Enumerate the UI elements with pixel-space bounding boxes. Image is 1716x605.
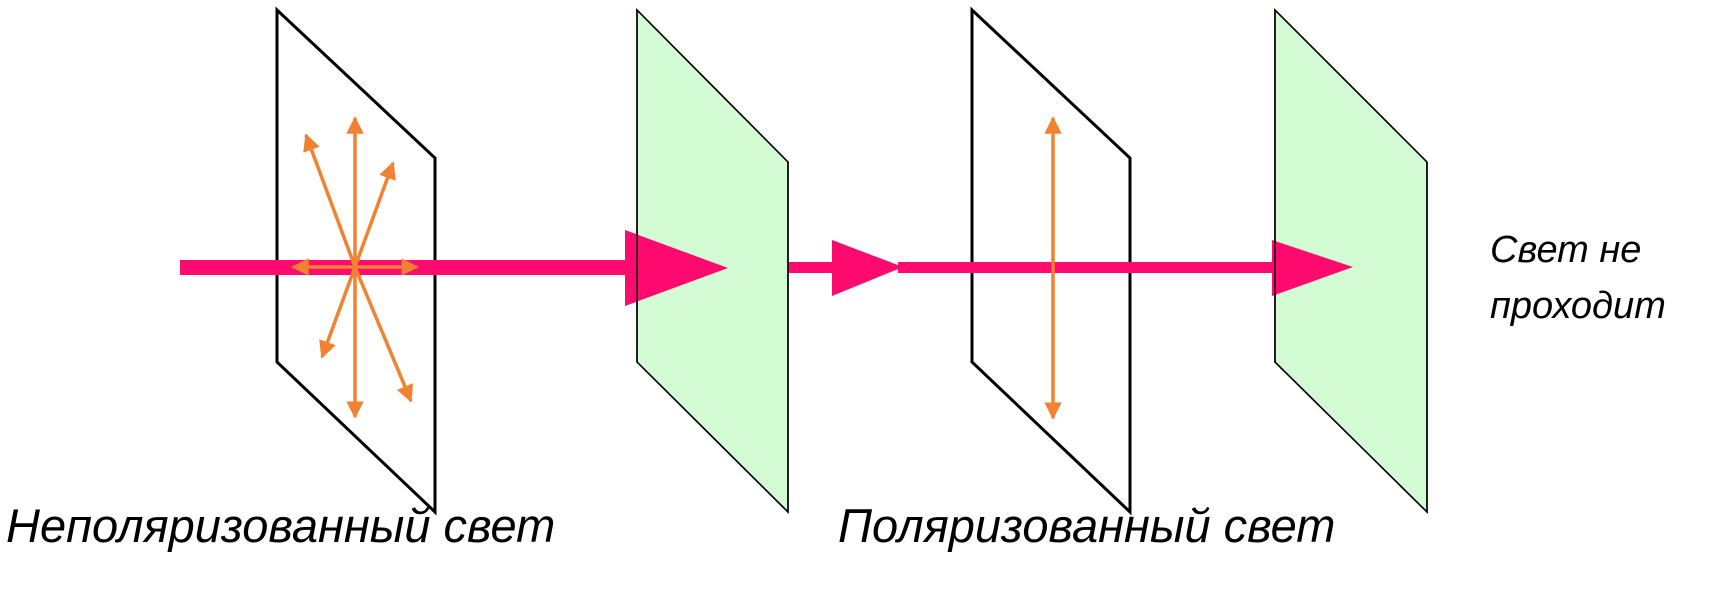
beam-polarized xyxy=(788,240,1353,296)
plate-3-polarized xyxy=(970,6,1132,516)
caption-polarized-light: Поляризованный свет xyxy=(838,499,1336,552)
beam-arrowhead-1 xyxy=(625,230,728,306)
caption-light-does-not-pass: Свет не проходит xyxy=(1490,222,1666,334)
vibration-arrow-diagonal-b xyxy=(353,161,396,268)
caption-no-light-line-1: Свет не xyxy=(1490,229,1642,271)
plate-1-unpolarized xyxy=(275,6,437,516)
caption-no-light-line-2: проходит xyxy=(1490,285,1666,327)
vibration-arrow-diagonal-a xyxy=(303,133,357,268)
caption-unpolarized-light: Неполяризованный свет xyxy=(6,499,556,552)
unpolarized-vibration-arrows xyxy=(291,116,419,419)
beam-arrowhead-3 xyxy=(1272,240,1353,296)
beam-unpolarized xyxy=(180,230,728,306)
beam-arrowhead-2 xyxy=(832,240,903,296)
